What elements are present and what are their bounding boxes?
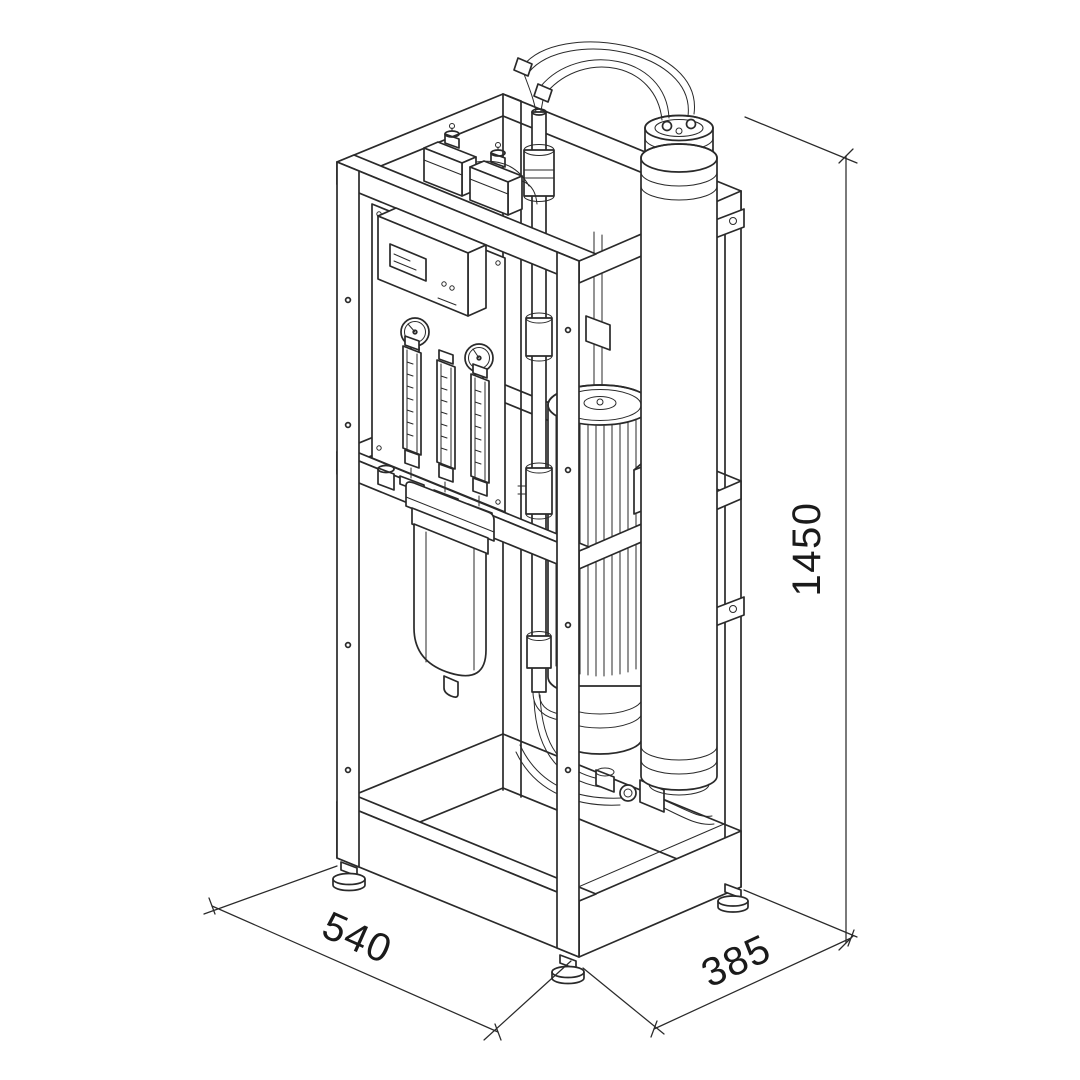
tube-nut [513,57,533,77]
display-screen [389,243,427,282]
filter-bowl [413,523,487,677]
dimension-depth-label: 385 [695,926,778,996]
inline-fitting [526,635,552,669]
vessel-body [640,143,718,791]
filter-housing [377,464,495,698]
pipe-union [595,769,615,793]
dimension-width-label: 540 [316,904,399,973]
feed-tube [540,59,670,121]
inline-fitting [525,317,553,357]
filter-drain-nub [443,675,459,698]
frame-right-post [556,251,580,958]
control-panel [371,203,506,522]
pipe-fitting [585,315,611,351]
dimension-tick [208,897,502,1041]
solenoid-box [469,142,523,216]
dimension-depth: 385 [582,926,855,1038]
tube-nut [533,83,553,103]
leveling-foot [551,954,585,985]
solenoid-boxes [423,123,538,216]
dimension-tick [650,929,855,1038]
cable [475,160,538,205]
frame-front [336,154,597,958]
dimension-height-label: 1450 [785,502,829,597]
leveling-foot [332,861,366,892]
filter-head [405,481,495,542]
dimension-height: 1450 [743,116,858,951]
leveling-feet [332,861,749,985]
inline-fitting [525,467,553,515]
membrane-vessel [513,41,745,796]
frame-left-post [336,161,360,868]
solenoid-box [423,123,477,197]
controller-unit [377,207,487,317]
feed-tube [522,41,695,117]
check-valve [523,149,555,197]
frame-bolt-holes [344,296,572,774]
leveling-foot [717,883,749,913]
